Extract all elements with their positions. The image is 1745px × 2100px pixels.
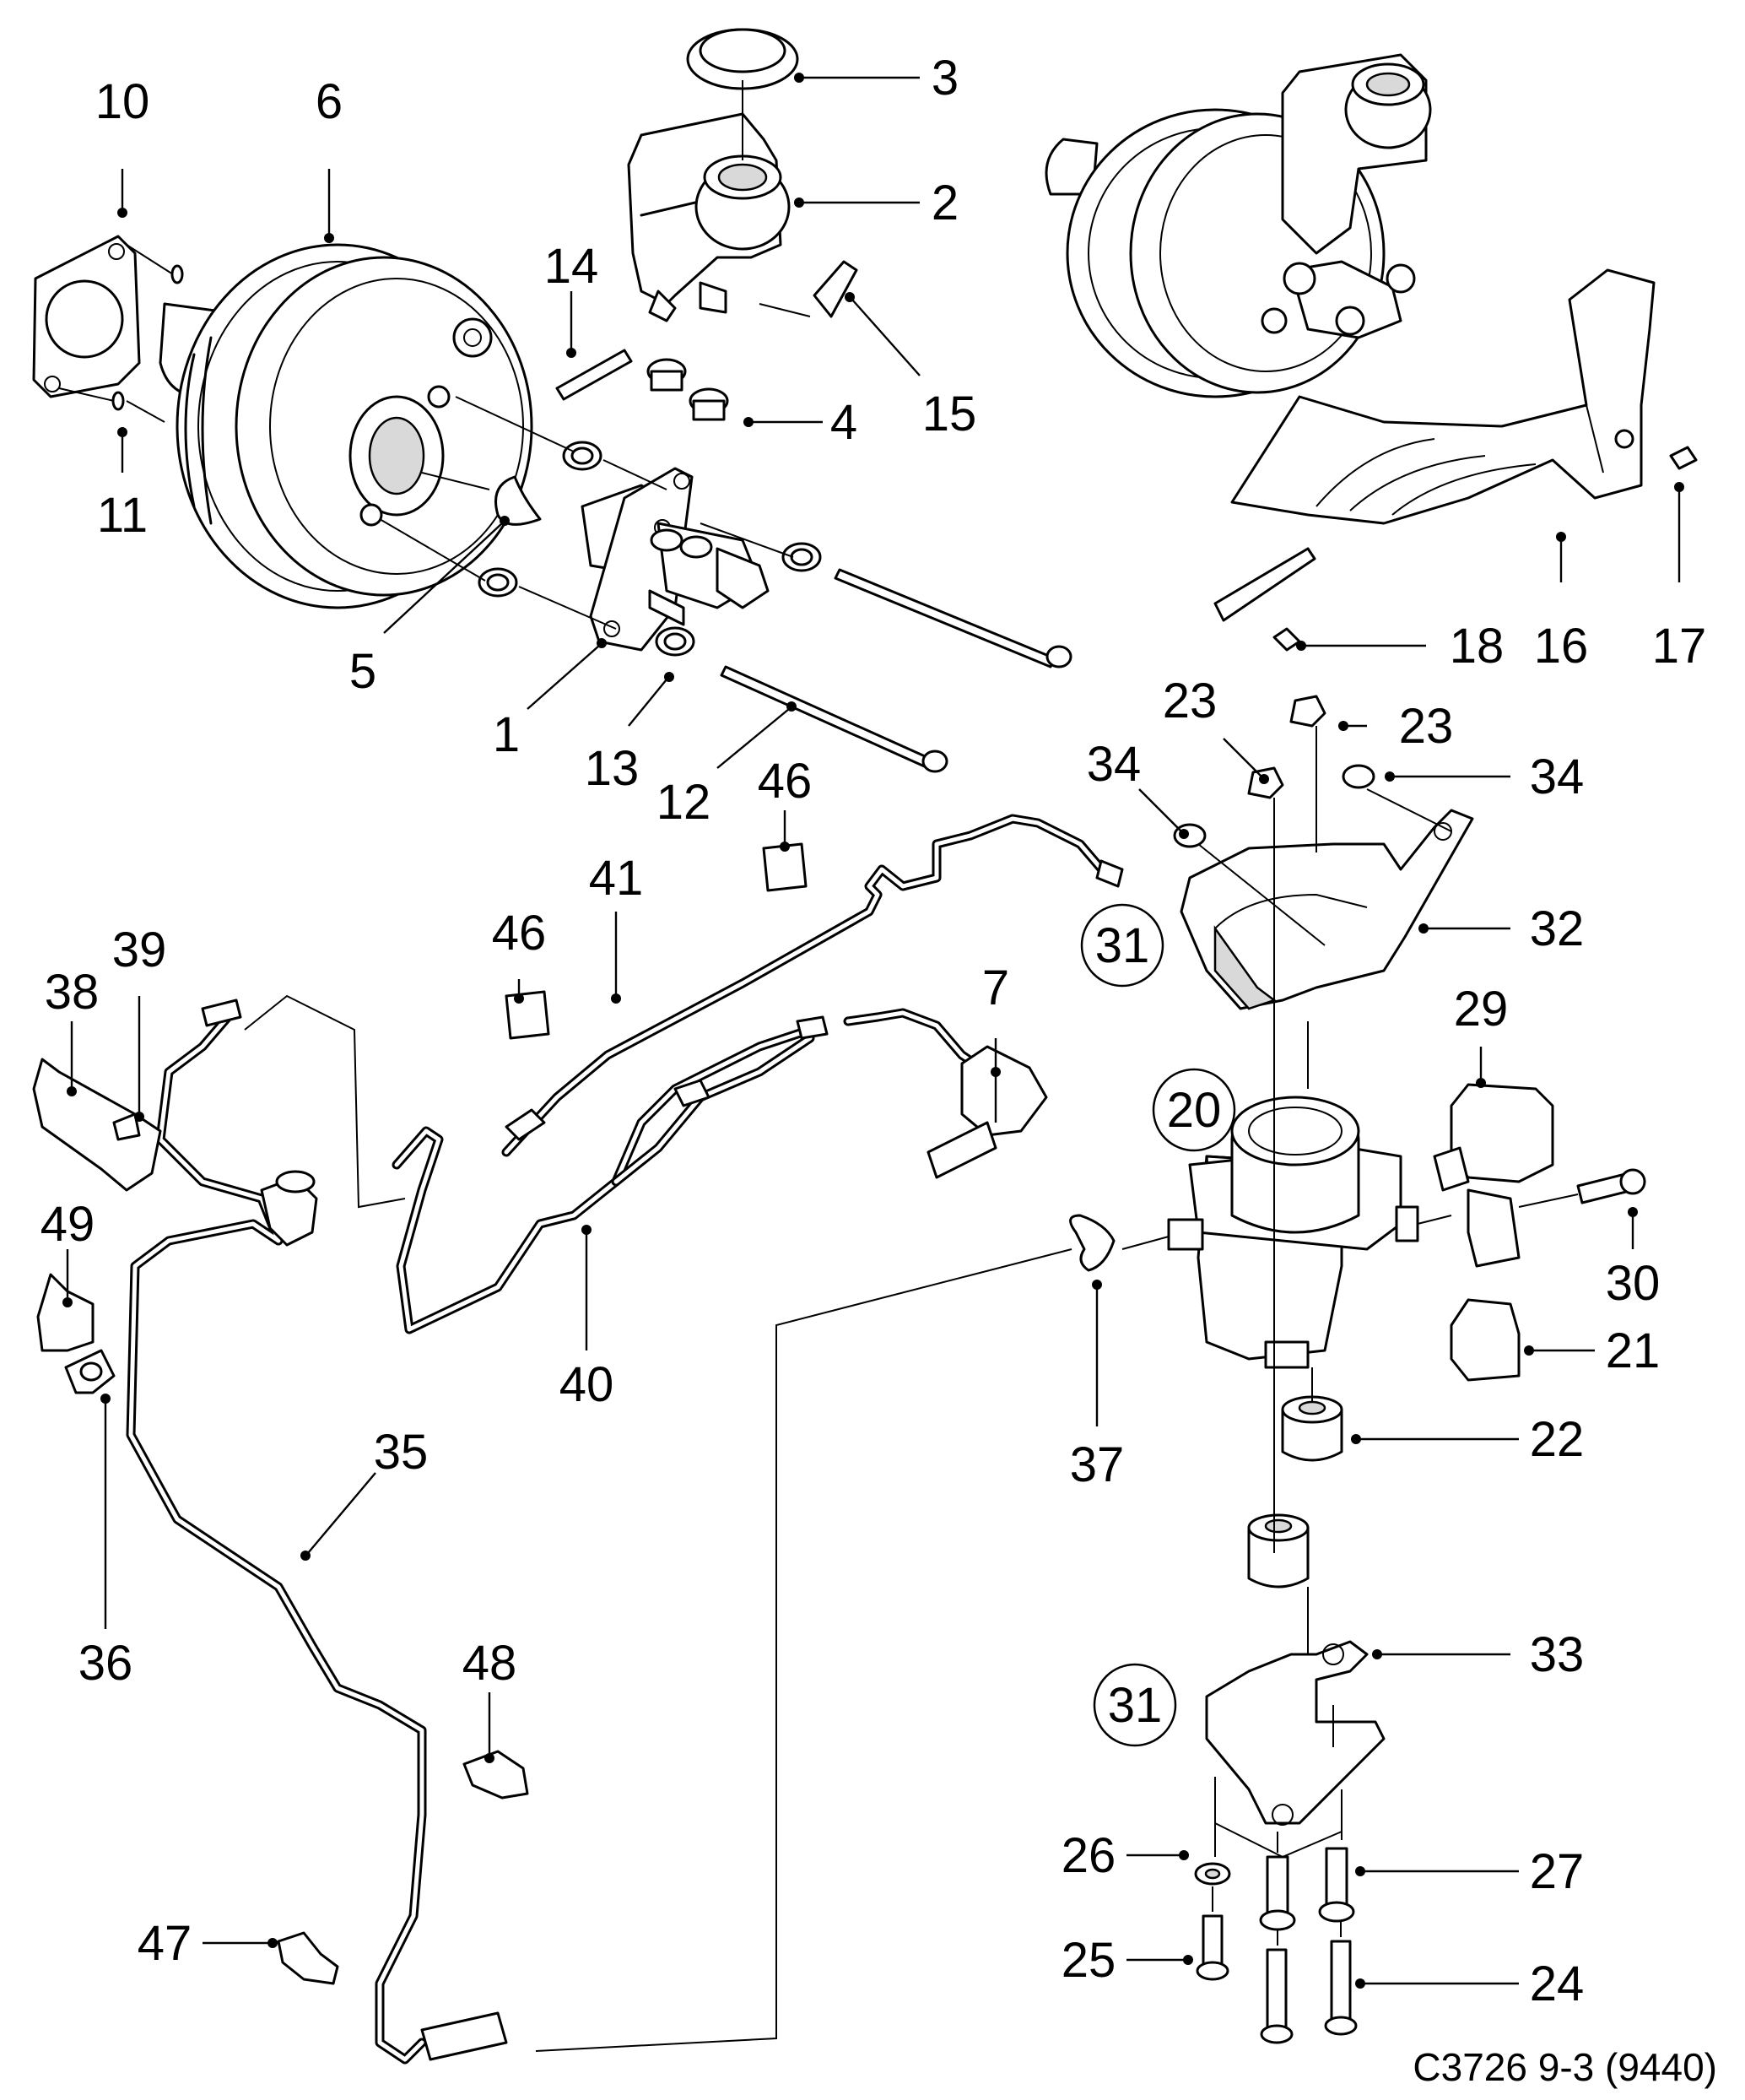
- callout-12: 12: [656, 775, 711, 830]
- bracket-38: [32, 1058, 162, 1192]
- lower-bracket: [1205, 1640, 1386, 1826]
- callout-48: 48: [462, 1636, 517, 1691]
- callout-23-right: 23: [1399, 699, 1454, 754]
- vacuum-pump: [1167, 1096, 1419, 1369]
- callout-36: 36: [78, 1636, 133, 1691]
- callout-26: 26: [1062, 1828, 1116, 1883]
- callout-22: 22: [1530, 1412, 1585, 1467]
- callout-numbers: 10 11 6 3 2 4 15 14 5 1 13 12 18 16 17 2…: [41, 51, 1717, 2089]
- callout-15: 15: [922, 387, 977, 441]
- callout-41: 41: [589, 851, 644, 906]
- clip-48: [462, 1750, 529, 1800]
- o-ring-10: [170, 264, 184, 284]
- clip-37: [1069, 1214, 1116, 1272]
- callout-30: 30: [1606, 1256, 1661, 1311]
- callout-27: 27: [1530, 1844, 1585, 1899]
- seal-5: [494, 475, 542, 526]
- callout-23-left: 23: [1163, 674, 1218, 728]
- bushings: [478, 441, 822, 657]
- callout-40: 40: [559, 1357, 614, 1412]
- assembly-lines: [379, 396, 794, 630]
- nut-18: [1272, 627, 1301, 652]
- callout-39: 39: [112, 923, 167, 977]
- callout-31-lower: 31: [1108, 1678, 1163, 1733]
- callout-31-upper: 31: [1095, 918, 1150, 973]
- callout-37: 37: [1070, 1437, 1125, 1492]
- callout-5: 5: [349, 644, 376, 699]
- callout-21: 21: [1606, 1323, 1661, 1378]
- callout-25: 25: [1062, 1933, 1116, 1988]
- callout-46-upper: 46: [758, 754, 813, 809]
- hose-40: [392, 1015, 829, 1334]
- callout-leaders: [62, 73, 1684, 1989]
- hose-35: [126, 999, 508, 2065]
- level-sensor: [813, 260, 858, 318]
- callout-38: 38: [45, 965, 100, 1020]
- callout-2: 2: [932, 176, 959, 230]
- callout-11: 11: [97, 488, 148, 543]
- callout-13: 13: [585, 741, 640, 796]
- callout-47: 47: [138, 1916, 192, 1971]
- callout-10: 10: [95, 74, 150, 129]
- rubber-mounts: [1247, 1395, 1343, 1589]
- reservoir-cap: [686, 28, 799, 160]
- callout-1: 1: [493, 707, 520, 762]
- callout-29: 29: [1454, 982, 1509, 1036]
- sensor-connector: [1450, 1298, 1521, 1382]
- callout-32: 32: [1530, 901, 1585, 956]
- upper-bracket: [1180, 809, 1474, 1010]
- callout-18: 18: [1450, 619, 1505, 674]
- callout-49: 49: [41, 1197, 95, 1252]
- fluid-reservoir: [627, 112, 791, 322]
- lower-bolts: [1194, 1847, 1358, 2044]
- long-bolts: [720, 568, 1072, 773]
- callout-16: 16: [1534, 619, 1589, 674]
- o-ring-11: [111, 391, 125, 411]
- diagram-reference: C3726 9-3 (9440): [1413, 2045, 1717, 2089]
- hose-guide-lines: [244, 994, 1072, 2052]
- clip-49: [36, 1273, 95, 1352]
- pump-assembly-lines: [1121, 726, 1579, 1946]
- callout-17: 17: [1652, 619, 1707, 674]
- pin-14: [555, 349, 633, 401]
- callout-4: 4: [830, 395, 857, 450]
- callout-24: 24: [1530, 1957, 1585, 2011]
- callout-34-right: 34: [1530, 750, 1585, 804]
- hose-41: [501, 814, 1124, 1157]
- gasket: [32, 235, 141, 398]
- callout-20: 20: [1167, 1083, 1222, 1138]
- screw-39: [112, 1112, 141, 1141]
- callout-3: 3: [932, 51, 959, 106]
- callout-46-lower: 46: [492, 906, 547, 961]
- pressure-sensor: [1433, 1083, 1554, 1268]
- clip-47: [277, 1931, 339, 1985]
- callout-34-left: 34: [1087, 737, 1142, 792]
- grommets: [646, 358, 729, 421]
- callout-35: 35: [374, 1425, 429, 1480]
- assembled-booster: [1045, 53, 1432, 398]
- callout-7: 7: [982, 961, 1009, 1015]
- callout-33: 33: [1530, 1627, 1585, 1682]
- callout-14: 14: [544, 239, 599, 294]
- callout-circle-31-lower: [1093, 1663, 1177, 1747]
- brake-booster: [159, 243, 533, 609]
- clip-46-lower: [505, 990, 550, 1040]
- heat-shield: [1213, 268, 1656, 622]
- master-cylinder: [581, 467, 770, 652]
- callout-circle-31-upper: [1080, 903, 1164, 988]
- screw-17: [1669, 446, 1698, 470]
- callout-6: 6: [316, 74, 343, 129]
- hose-7: [843, 1008, 1048, 1179]
- callout-circle-20: [1152, 1068, 1236, 1152]
